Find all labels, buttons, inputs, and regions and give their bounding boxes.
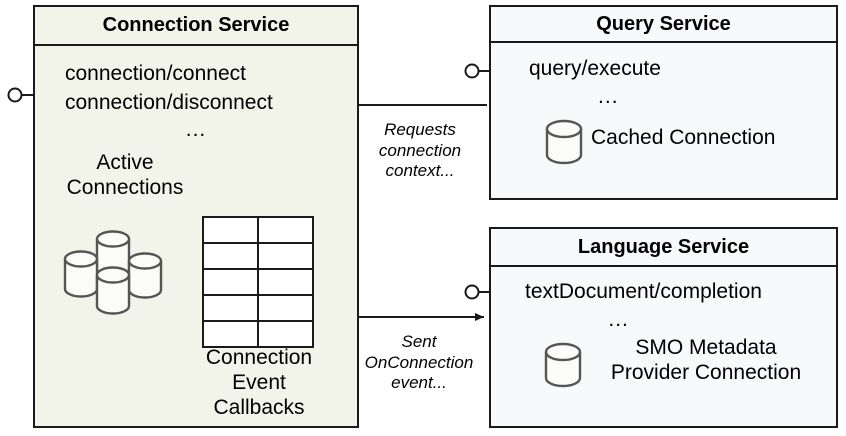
- connection-service-body: connection/connect connection/disconnect…: [35, 46, 357, 426]
- query-service-operations-ellipsis: ...: [598, 85, 619, 108]
- connection-service-operations-ellipsis: ...: [185, 118, 207, 141]
- database-cluster-icon: [63, 230, 163, 315]
- table-grid-icon: [202, 216, 314, 348]
- edge-label-requests-connection-context: Requests connection context...: [378, 120, 462, 181]
- query-service-body: query/execute ... Cached Connection: [491, 43, 836, 198]
- operation-connection-connect[interactable]: connection/connect: [65, 62, 246, 85]
- operation-query-execute[interactable]: query/execute: [529, 57, 661, 80]
- connection-event-callbacks-label: Connection Event Callbacks: [205, 346, 313, 419]
- node-connection-service[interactable]: Connection Service connection/connect co…: [33, 5, 359, 428]
- language-service-body: textDocument/completion ... SMO Metadata…: [491, 267, 836, 426]
- language-service-title: Language Service: [491, 229, 836, 267]
- database-icon: [545, 119, 583, 165]
- operation-connection-disconnect[interactable]: connection/disconnect: [65, 91, 273, 114]
- node-language-service[interactable]: Language Service textDocument/completion…: [489, 227, 838, 428]
- query-service-title: Query Service: [491, 7, 836, 43]
- smo-metadata-provider-connection-label: SMO Metadata Provider Connection: [610, 336, 802, 384]
- active-connections-label: Active Connections: [66, 151, 184, 199]
- operation-textdocument-completion[interactable]: textDocument/completion: [525, 280, 762, 303]
- database-icon: [544, 342, 582, 388]
- node-query-service[interactable]: Query Service query/execute ... Cached C…: [489, 5, 838, 200]
- edge-label-sent-onconnection-event: Sent OnConnection event...: [364, 332, 474, 393]
- connection-service-title: Connection Service: [35, 7, 357, 46]
- language-service-operations-ellipsis: ...: [608, 308, 629, 331]
- cached-connection-label: Cached Connection: [591, 126, 776, 149]
